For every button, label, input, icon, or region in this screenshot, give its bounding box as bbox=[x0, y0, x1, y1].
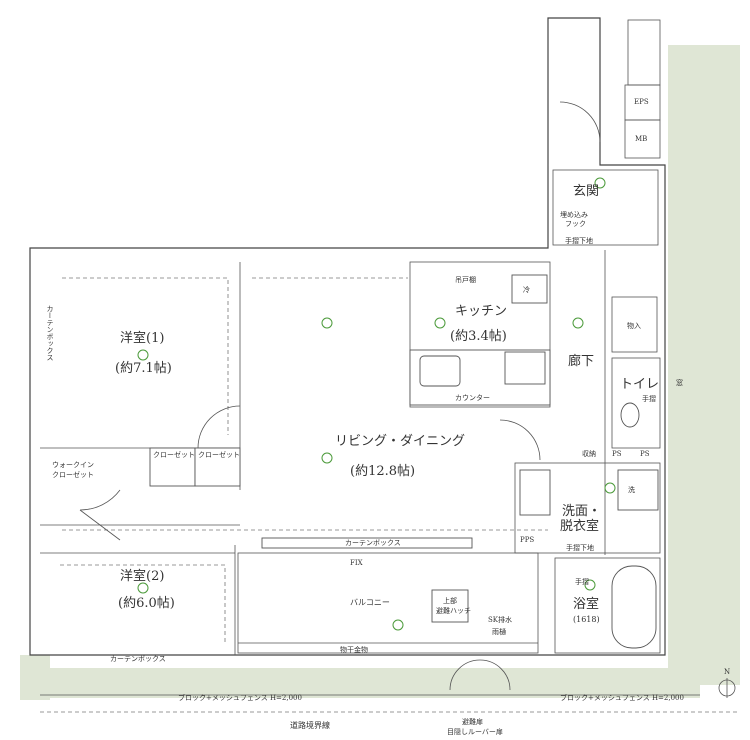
north-label: N bbox=[724, 668, 730, 676]
entrance-room bbox=[552, 169, 659, 246]
hall-name: 廊下 bbox=[568, 353, 594, 369]
fix-label: FIX bbox=[350, 559, 363, 567]
mb-label: MB bbox=[635, 135, 647, 143]
handrail-toilet: 手摺 bbox=[642, 394, 656, 403]
bath-name: 浴室 bbox=[573, 596, 599, 612]
door-swing-4 bbox=[559, 101, 601, 143]
storage-label: 物入 bbox=[627, 321, 641, 330]
handrail-entry: 手摺下地 bbox=[565, 236, 593, 245]
light-hall bbox=[572, 317, 584, 329]
washer-label: 洗 bbox=[628, 485, 635, 494]
fence-left-label: ブロック+メッシュフェンス H=2,000 bbox=[178, 693, 302, 702]
closet2-label: クローゼット bbox=[198, 450, 240, 459]
curtain1-label: カーテンボックス bbox=[345, 539, 401, 547]
sk1-label: SK排水 bbox=[488, 615, 512, 624]
ps1-label: PS bbox=[612, 450, 622, 458]
walkin2-label: クローゼット bbox=[52, 470, 94, 479]
window-label: 窓 bbox=[676, 378, 683, 387]
garden-right bbox=[668, 45, 740, 685]
eps-label: EPS bbox=[634, 98, 649, 106]
wash-room bbox=[514, 462, 661, 554]
duct-column bbox=[627, 19, 661, 86]
range-hood-label: 吊戸棚 bbox=[455, 275, 476, 284]
hook2-label: フック bbox=[565, 220, 586, 228]
living-name: リビング・ダイニング bbox=[335, 434, 465, 449]
ceiling-line-4 bbox=[60, 564, 226, 645]
clothes-label: 物干金物 bbox=[340, 645, 368, 654]
garden-bottom bbox=[40, 668, 700, 698]
living-size: (約12.8帖) bbox=[350, 464, 415, 479]
mb-room bbox=[624, 119, 661, 159]
bath-room bbox=[554, 557, 661, 654]
fridge-label: 冷 bbox=[523, 285, 530, 294]
western2-size: (約6.0帖) bbox=[118, 596, 175, 611]
wash-name: 洗面・ bbox=[562, 504, 601, 519]
toilet-bowl bbox=[620, 402, 640, 428]
entrance-name: 玄関 bbox=[573, 184, 599, 199]
fence-right-label: ブロック+メッシュフェンス H=2,000 bbox=[560, 693, 684, 702]
washer-box bbox=[617, 469, 659, 511]
light-entry bbox=[594, 177, 606, 189]
kitchen-size: (約3.4帖) bbox=[450, 329, 507, 344]
dressing-name: 脱衣室 bbox=[560, 518, 599, 534]
light-bath bbox=[584, 579, 596, 591]
light-balcony bbox=[392, 619, 404, 631]
ps2-label: PS bbox=[640, 450, 650, 458]
fridge-box bbox=[511, 274, 548, 304]
gate2-label: 目隠しルーバー扉 bbox=[447, 727, 503, 736]
sk2-label: 雨樋 bbox=[492, 627, 506, 636]
western1-size: (約7.1帖) bbox=[115, 361, 172, 376]
bath-size: (1618) bbox=[573, 615, 600, 624]
storage-room bbox=[611, 296, 658, 353]
hook-label: 埋め込み bbox=[560, 210, 588, 219]
fix-window bbox=[261, 537, 473, 549]
light-wash bbox=[604, 482, 616, 494]
handrail-wash: 手摺下地 bbox=[566, 543, 594, 552]
toilet-room bbox=[611, 357, 661, 449]
light-ld2 bbox=[321, 452, 333, 464]
light-w1 bbox=[137, 349, 149, 361]
sink bbox=[419, 355, 461, 387]
outer-wall bbox=[29, 17, 666, 656]
pps-label: PPS bbox=[520, 536, 534, 544]
gate1-label: 避難扉 bbox=[462, 717, 483, 726]
balcony-area bbox=[237, 552, 539, 654]
evac-hatch bbox=[431, 589, 469, 623]
balcony-name: バルコニー bbox=[350, 598, 390, 607]
kitchen-name: キッチン bbox=[455, 304, 507, 319]
western1-name: 洋室(1) bbox=[120, 330, 164, 346]
hatch1-label: 上部 bbox=[443, 596, 457, 605]
counter-label: カウンター bbox=[455, 393, 490, 402]
road-label: 道路境界線 bbox=[290, 720, 330, 730]
closet-a bbox=[149, 447, 196, 487]
stove bbox=[504, 351, 546, 385]
light-kitchen bbox=[434, 317, 446, 329]
light-ld bbox=[321, 317, 333, 329]
handrail-bath: 手摺 bbox=[575, 577, 589, 586]
door-swing-5 bbox=[449, 659, 511, 691]
garden-left bbox=[20, 655, 50, 700]
closet-b bbox=[194, 447, 241, 487]
western2-name: 洋室(2) bbox=[120, 568, 164, 584]
walkin1-label: ウォークイン bbox=[52, 461, 94, 469]
curtain3-label: カーテンボックス bbox=[46, 305, 54, 361]
storage2-label: 収納 bbox=[582, 449, 596, 458]
door-swing-1 bbox=[197, 405, 241, 449]
kitchen-room bbox=[409, 261, 551, 408]
light-w2 bbox=[137, 582, 149, 594]
closet1-label: クローゼット bbox=[153, 450, 195, 459]
door-swing-2 bbox=[79, 489, 121, 541]
toilet-name: トイレ bbox=[620, 377, 659, 392]
wash-basin bbox=[519, 469, 551, 516]
curtain2-label: カーテンボックス bbox=[110, 655, 166, 663]
door-swing-3 bbox=[499, 419, 541, 461]
hatch2-label: 避難ハッチ bbox=[436, 606, 471, 615]
bathtub bbox=[611, 565, 657, 649]
